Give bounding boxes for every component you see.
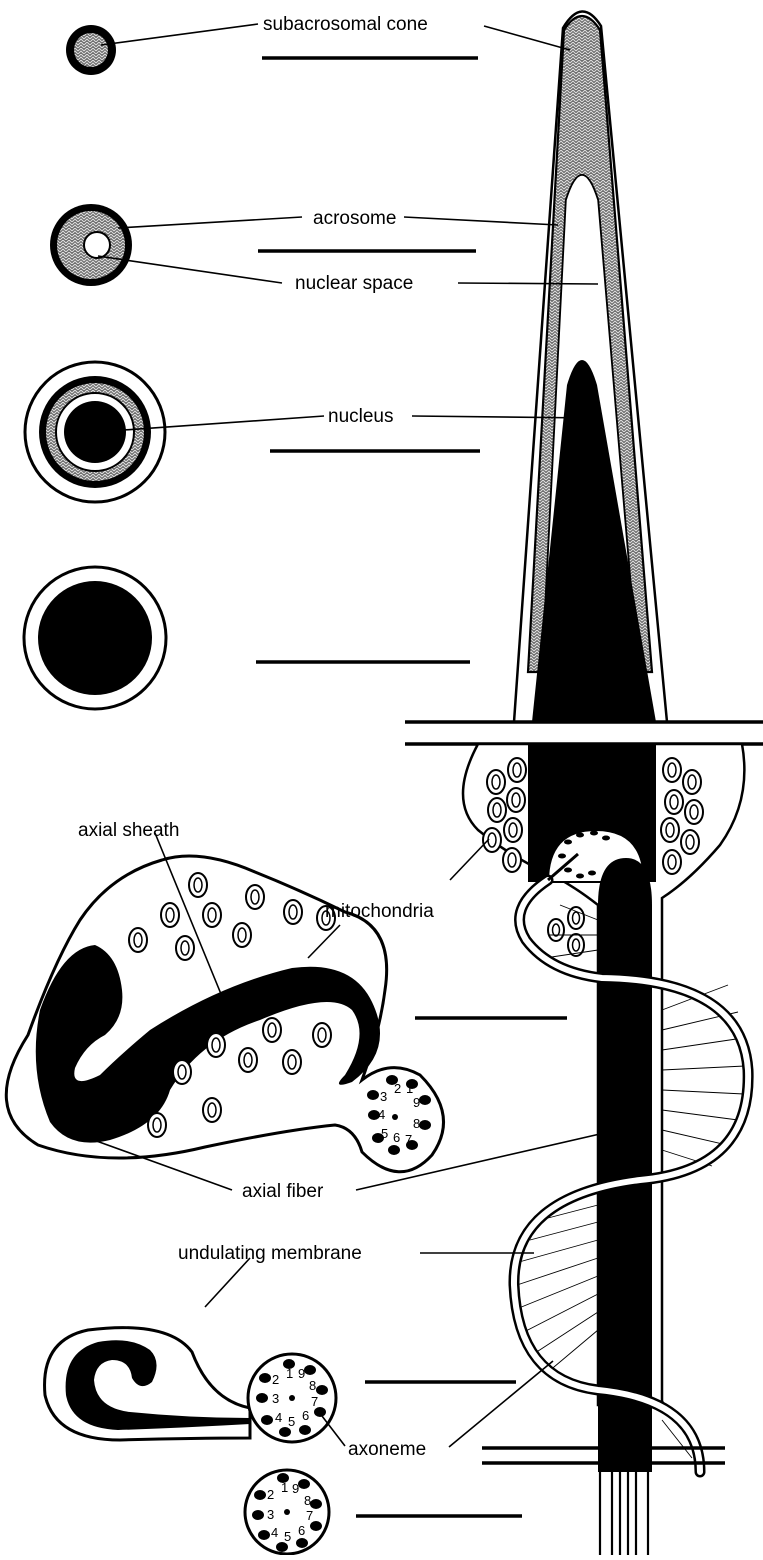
axoneme-number: 1: [286, 1366, 293, 1381]
axoneme-number: 8: [413, 1116, 420, 1131]
axoneme-number: 7: [405, 1132, 412, 1147]
label-axial-sheath: axial sheath: [78, 820, 179, 841]
label-subacrosomal-cone: subacrosomal cone: [263, 14, 428, 35]
label-axial-fiber: axial fiber: [242, 1181, 324, 1202]
label-nucleus: nucleus: [328, 406, 394, 427]
axoneme-number: 7: [311, 1394, 318, 1409]
axoneme-number: 1: [406, 1081, 413, 1096]
label-acrosome: acrosome: [313, 208, 396, 229]
cross-section-4: [24, 567, 166, 709]
axoneme-number: 6: [298, 1523, 305, 1538]
axoneme-number: 3: [267, 1507, 274, 1522]
axoneme-number: 8: [309, 1378, 316, 1393]
axoneme-number: 2: [272, 1372, 279, 1387]
label-mitochondria: mitochondria: [325, 901, 434, 922]
leader-lines: [55, 24, 626, 1447]
axoneme-number: 6: [302, 1408, 309, 1423]
cross-section-2: [50, 204, 132, 286]
axoneme-number: 7: [306, 1508, 313, 1523]
axoneme-number: 4: [275, 1410, 282, 1425]
axoneme-number: 5: [381, 1126, 388, 1141]
cross-section-7: 1 2 3 4 5 6 7 8 9: [245, 1470, 329, 1554]
axoneme-number: 3: [272, 1391, 279, 1406]
axoneme-number: 1: [281, 1480, 288, 1495]
axoneme-number: 5: [288, 1414, 295, 1429]
label-nuclear-space: nuclear space: [295, 273, 413, 294]
labels: subacrosomal cone acrosome nuclear space…: [78, 14, 434, 1460]
axoneme-number: 4: [271, 1525, 278, 1540]
label-axoneme: axoneme: [348, 1439, 426, 1460]
axoneme-number: 2: [394, 1081, 401, 1096]
label-undulating-membrane: undulating membrane: [178, 1243, 362, 1264]
cross-section-1: [66, 25, 116, 75]
axoneme-number: 9: [298, 1366, 305, 1381]
axial-fiber-shaft: [598, 858, 652, 1472]
axoneme-number: 6: [393, 1130, 400, 1145]
end-piece: [600, 1463, 648, 1555]
axoneme-number: 4: [378, 1107, 385, 1122]
longitudinal-sperm: [405, 11, 763, 1555]
axoneme-number: 5: [284, 1529, 291, 1544]
cross-section-6: 1 2 3 4 5 6 7 8 9: [45, 1328, 336, 1442]
axoneme-number: 3: [380, 1089, 387, 1104]
axoneme-number: 8: [304, 1493, 311, 1508]
axoneme-number: 2: [267, 1487, 274, 1502]
axoneme-number: 9: [292, 1481, 299, 1496]
axoneme-number: 9: [413, 1095, 420, 1110]
